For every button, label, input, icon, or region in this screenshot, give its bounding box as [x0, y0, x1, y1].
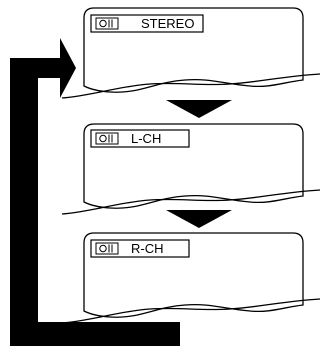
display-panel-left-channel: L-CH	[61, 123, 321, 215]
speaker-wave-icon	[95, 242, 119, 255]
loop-back-arrow-icon	[10, 38, 180, 346]
mode-label-box: L-CH	[90, 129, 190, 148]
down-triangle-arrow-icon	[166, 210, 232, 228]
display-panel-right-channel: R-CH	[61, 232, 321, 324]
speaker-wave-icon	[95, 17, 119, 30]
display-panel-stereo: STEREO	[61, 7, 321, 99]
mode-label-box: STEREO	[90, 14, 204, 33]
mode-label-box: R-CH	[90, 239, 190, 258]
mode-label-text: L-CH	[131, 131, 161, 146]
speaker-wave-icon	[95, 132, 119, 145]
mode-label-text: R-CH	[131, 241, 164, 256]
mode-label-text: STEREO	[141, 16, 194, 31]
down-triangle-arrow-icon	[166, 100, 232, 118]
